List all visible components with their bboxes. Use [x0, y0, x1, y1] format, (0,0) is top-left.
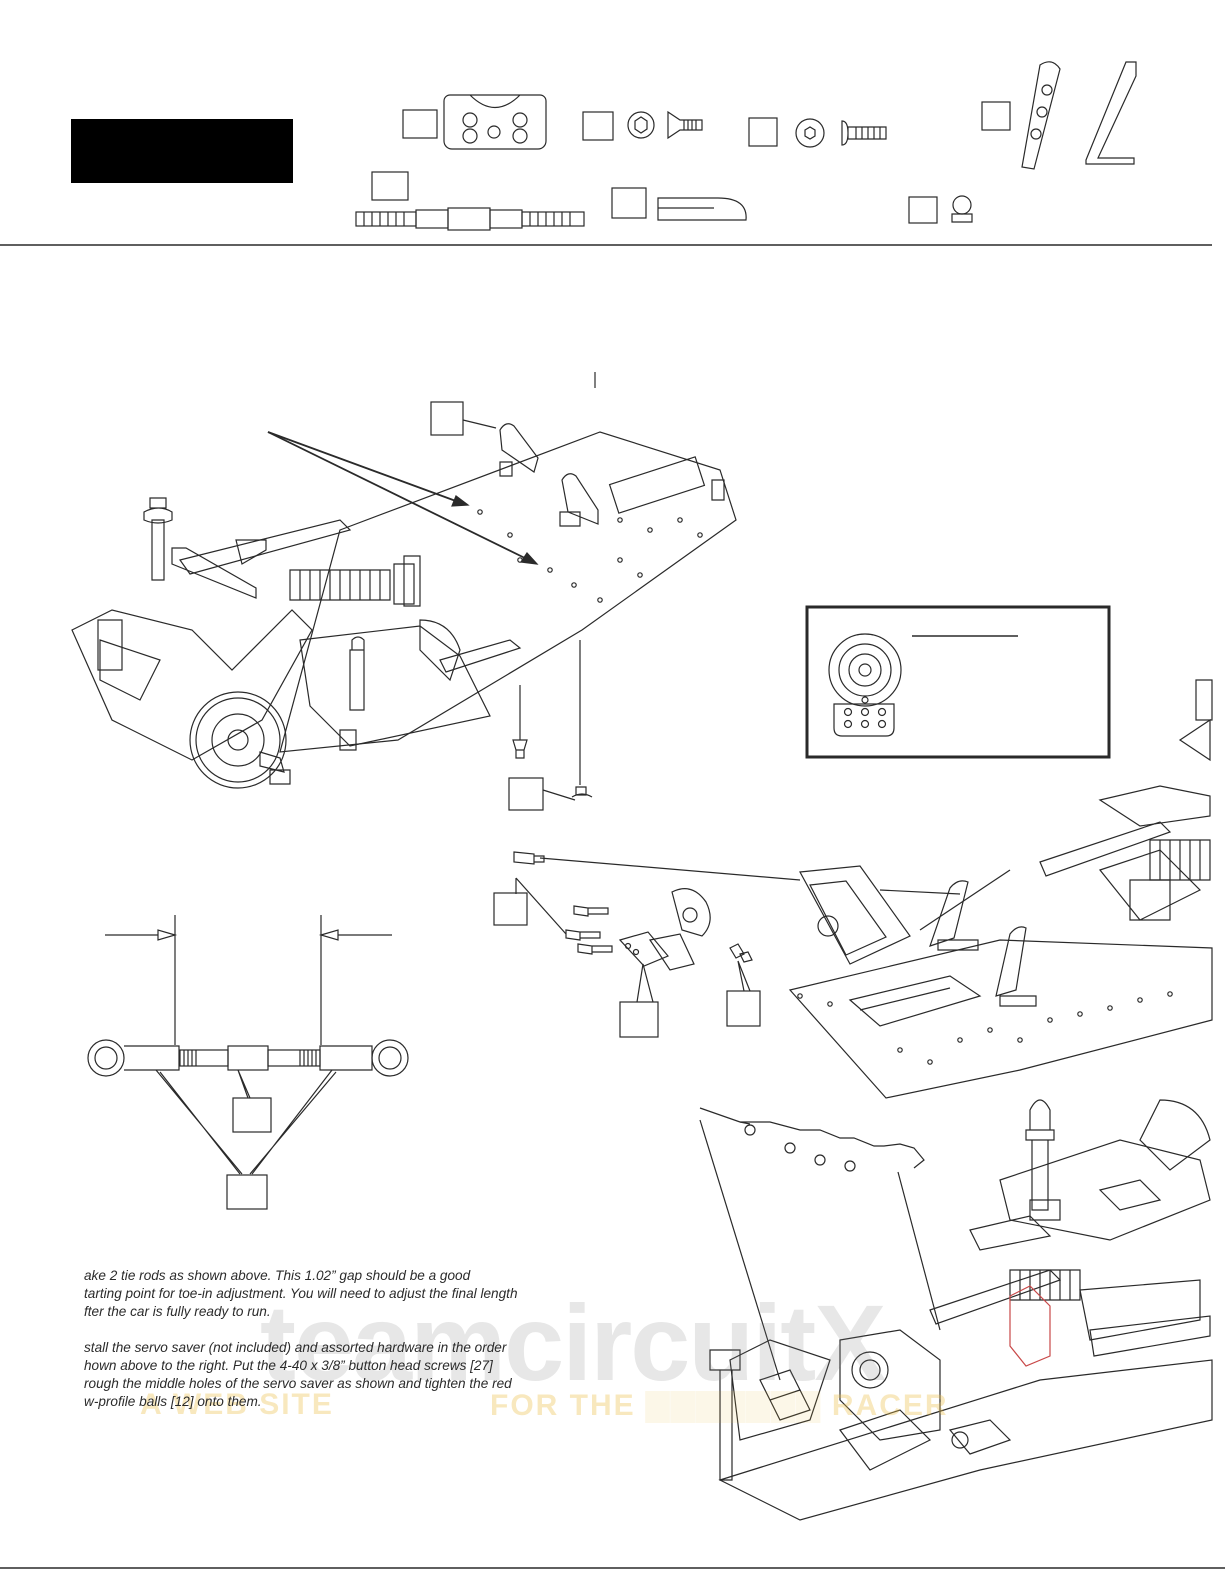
body-post-front [709, 1349, 741, 1481]
turnbuckle-rod [179, 1049, 229, 1067]
part-callout-box [908, 196, 938, 224]
servo-saver-inset [805, 605, 1111, 759]
front-arm-left [839, 1409, 932, 1471]
servo-screw [577, 943, 613, 955]
ball-stud-part [952, 195, 972, 215]
step-callout-box [508, 777, 544, 811]
chassis-plate-middle [788, 939, 1213, 1099]
flat-head-screw-right [571, 786, 593, 798]
part-callout-box [981, 101, 1011, 131]
servo-post-left [499, 423, 539, 477]
turnbuckle-part [355, 211, 417, 227]
instruction-paragraph-1: ake 2 tie rods as shown above. This 1.02… [84, 1268, 518, 1319]
front-arm-right [1079, 1279, 1201, 1341]
part-callout-box [582, 111, 614, 141]
upper-link-bottom [969, 1215, 1052, 1251]
servo-screw [565, 929, 601, 941]
servo-screw-top [513, 851, 545, 865]
step-callout-box [232, 1097, 272, 1133]
tie-rod-detail [87, 915, 409, 1210]
rod-end-left [87, 1039, 125, 1077]
rod-end-right [319, 1045, 373, 1071]
part-callout-box [371, 171, 409, 201]
servo-saver-horn [833, 703, 895, 737]
step-title-block [71, 119, 293, 183]
front-link [439, 639, 522, 673]
body-post-right [711, 479, 725, 501]
servo-post-installed [929, 880, 979, 951]
part-callout-box [402, 109, 438, 139]
servo-saver-arm [618, 931, 669, 967]
ball-studs [729, 943, 753, 963]
upper-link-right [1039, 821, 1172, 877]
parts-legend [355, 61, 1137, 231]
chassis-plate [279, 431, 737, 753]
servo-screw [573, 905, 609, 917]
link-bottom [929, 1269, 1062, 1325]
rear-bulkhead [71, 609, 313, 761]
body-post-center [349, 636, 365, 711]
step-callout-box [493, 892, 528, 926]
servo-post-part [1021, 61, 1061, 170]
servo-mount-plate-part [443, 94, 547, 150]
part-callout-box [748, 117, 778, 147]
servo-exploded-view [493, 679, 1213, 1099]
servo-post-highlight [1009, 1285, 1051, 1367]
spur-gear [189, 691, 287, 789]
body-post-left [143, 497, 173, 581]
body-post-bottom [1025, 1099, 1055, 1211]
servo-post-side-part [1085, 61, 1137, 165]
shock-body [289, 569, 391, 601]
servo-body [799, 865, 911, 965]
hinge-pin-part [657, 197, 747, 221]
servo-mount-plate [649, 933, 695, 971]
instruction-paragraph-2: stall the servo saver (not included) and… [84, 1340, 512, 1409]
pointer-arrow [267, 431, 465, 505]
servo-post-installed [995, 926, 1037, 1007]
pointer-arrow [267, 431, 534, 563]
spur-gear-bottom [1139, 1099, 1211, 1171]
step-callout-box [619, 1001, 659, 1038]
front-bulkhead-bottom [729, 1339, 831, 1441]
instruction-text: ake 2 tie rods as shown above. This 1.02… [84, 1267, 624, 1429]
step-callout-box [726, 990, 761, 1027]
shock-body-bottom [1009, 1269, 1081, 1301]
chassis-plate-bottom [718, 1359, 1213, 1521]
flat-head-screw-part [667, 110, 703, 140]
chassis-assembly-top [71, 372, 737, 811]
upper-link [178, 519, 352, 575]
front-bulkhead [299, 625, 491, 747]
step-callout-box [430, 401, 464, 436]
bulkhead-right [1098, 785, 1211, 827]
axle-nut [259, 751, 291, 785]
step-callout-box [226, 1174, 268, 1210]
bulkhead-bottom [999, 1139, 1211, 1241]
button-head-screw-part [841, 120, 887, 146]
servo-post-right [559, 473, 599, 527]
chassis-assembly-bottom [699, 1099, 1213, 1521]
servo-installed [839, 1329, 941, 1441]
part-callout-box [611, 187, 647, 219]
servo-saver-face [828, 633, 902, 707]
servo-saver-disc [671, 888, 711, 937]
flat-head-screw-left [512, 739, 528, 759]
